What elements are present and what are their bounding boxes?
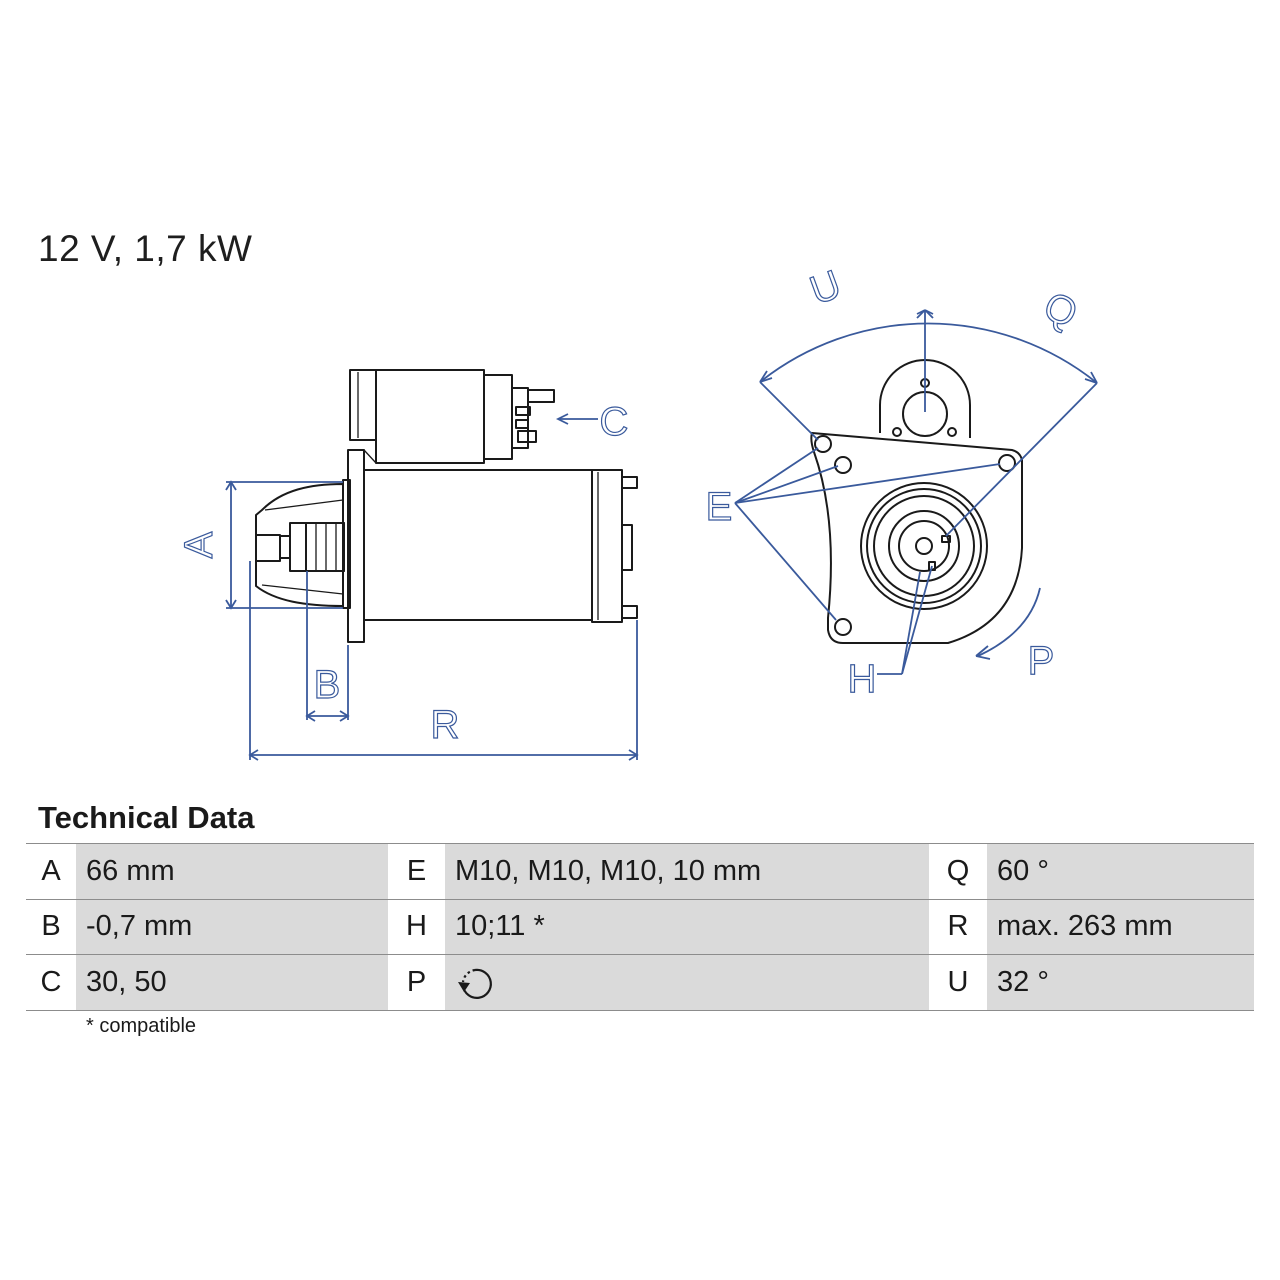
- side-view: [255, 369, 638, 643]
- dim-label-p: P: [1028, 639, 1055, 683]
- front-view: [810, 359, 1023, 644]
- dim-label-c: C: [600, 400, 629, 444]
- technical-data-title: Technical Data: [38, 800, 255, 835]
- dim-label-r: R: [431, 703, 460, 747]
- table-row: C 30, 50 P U 32 °: [26, 954, 1254, 1010]
- dim-label-h: H: [848, 657, 877, 701]
- solenoid-body: [375, 369, 485, 464]
- dim-label-q: Q: [1037, 284, 1084, 337]
- dim-label-u: U: [804, 262, 846, 313]
- clockwise-rotation-icon: [458, 969, 492, 1000]
- spec-value-rotation: [445, 954, 929, 1010]
- side-dimensions: A B R C: [176, 399, 639, 761]
- starter-technical-drawing: A B R C: [176, 262, 1098, 761]
- spec-key: P: [388, 954, 445, 1010]
- table-row: A 66 mm E M10, M10, M10, 10 mm Q 60 °: [26, 843, 1254, 899]
- spec-key: U: [929, 954, 987, 1010]
- table-row: B -0,7 mm H 10;11 * R max. 263 mm: [26, 899, 1254, 955]
- technical-data-table: A 66 mm E M10, M10, M10, 10 mm Q 60 ° B …: [26, 843, 1254, 1011]
- pinion-housing-outer: [860, 482, 988, 610]
- spec-key: C: [26, 954, 76, 1010]
- front-flange-body: [810, 431, 1023, 644]
- solenoid-cap: [349, 369, 377, 441]
- spec-value: 30, 50: [76, 954, 388, 1010]
- footnote: * compatible: [86, 1015, 197, 1037]
- solenoid-end: [483, 374, 513, 460]
- spec-key: H: [388, 899, 445, 955]
- spec-key: E: [388, 843, 445, 899]
- spec-value: -0,7 mm: [76, 899, 388, 955]
- spec-value: 10;11 *: [445, 899, 929, 955]
- dim-label-a: A: [177, 531, 221, 558]
- spec-value: M10, M10, M10, 10 mm: [445, 843, 929, 899]
- pinion-gear: [305, 522, 345, 572]
- spec-key: B: [26, 899, 76, 955]
- product-heading: 12 V, 1,7 kW: [38, 228, 253, 269]
- spec-value: 32 °: [987, 954, 1254, 1010]
- dim-label-e: E: [706, 485, 733, 529]
- motor-housing: [363, 469, 593, 621]
- spec-key: Q: [929, 843, 987, 899]
- spec-key: R: [929, 899, 987, 955]
- motor-end-cap: [591, 469, 623, 623]
- spec-value: max. 263 mm: [987, 899, 1254, 955]
- spec-value: 60 °: [987, 843, 1254, 899]
- spec-value: 66 mm: [76, 843, 388, 899]
- spec-key: A: [26, 843, 76, 899]
- dim-label-b: B: [314, 663, 341, 707]
